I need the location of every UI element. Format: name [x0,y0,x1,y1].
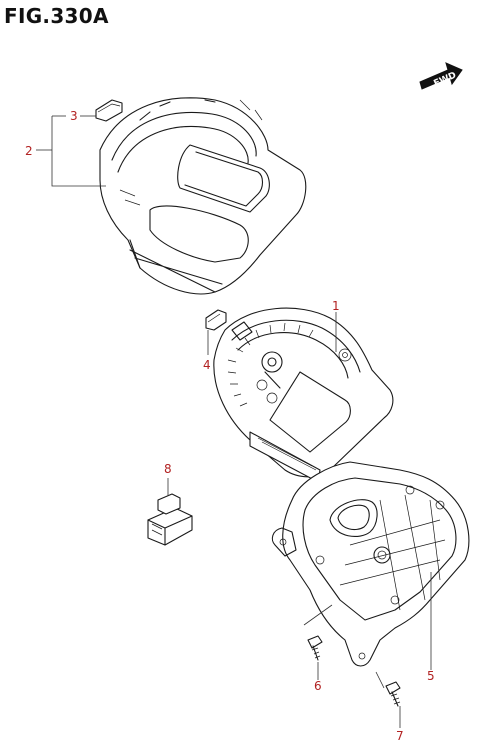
callout-4: 4 [203,358,211,372]
leader-lines [36,115,432,728]
callout-3: 3 [70,109,78,123]
screw-part-7[interactable] [385,681,401,707]
callout-6: 6 [314,679,322,693]
meter-cover-part-2[interactable] [99,97,307,295]
callout-1: 1 [332,299,340,313]
meter-assembly-part-1[interactable] [213,307,394,483]
callout-8: 8 [164,462,172,476]
connector-part-8[interactable] [147,493,193,546]
callout-5: 5 [427,669,435,683]
fwd-label: FWD [432,71,458,90]
callout-2: 2 [25,144,33,158]
cap-part-3[interactable] [95,99,123,122]
screw-part-6[interactable] [307,635,323,661]
callout-7: 7 [396,729,404,743]
callout-labels: 3 2 1 4 8 5 6 7 [25,109,435,743]
bracket-part-4[interactable] [205,309,227,331]
forward-arrow-icon: FWD [419,62,463,90]
lower-case-part-5[interactable] [271,461,470,667]
figure-title: FIG.330A [4,4,109,28]
